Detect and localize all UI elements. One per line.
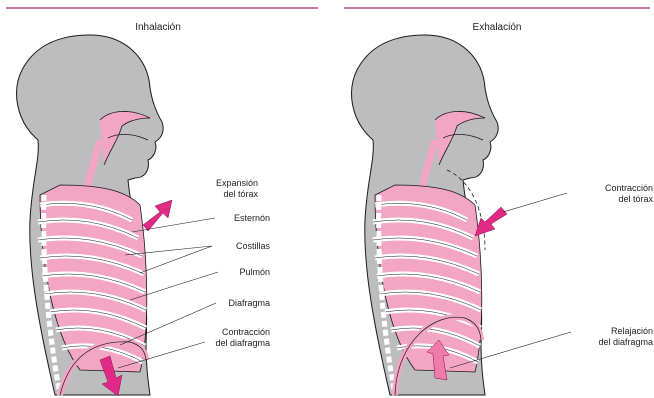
- label-chest-contraction-1: Contracción: [605, 183, 653, 193]
- label-ribs: Costillas: [236, 241, 271, 251]
- label-sternum: Esternón: [234, 213, 270, 223]
- left-leader-ribs-2: [140, 246, 212, 273]
- right-panel: Contracción del tórax Relajación del dia…: [352, 35, 654, 395]
- label-chest-expansion-1: Expansión: [216, 178, 258, 188]
- label-chest-contraction-2: del tórax: [618, 194, 653, 204]
- left-panel-title: Inhalación: [135, 22, 181, 33]
- right-leader-chest: [503, 193, 567, 212]
- left-panel: Expansión del tórax Esternón Costillas P…: [17, 35, 271, 396]
- label-diaphragm-contraction-2: del diafragma: [215, 338, 270, 348]
- left-chest-expansion-arrow: [143, 200, 172, 231]
- label-diaphragm-relaxation-2: del diafragma: [598, 337, 653, 347]
- label-diaphragm-contraction-1: Contracción: [222, 327, 270, 337]
- label-chest-expansion-2: del tórax: [223, 189, 258, 199]
- right-panel-title: Exhalación: [473, 22, 522, 33]
- label-diaphragm: Diafragma: [228, 298, 270, 308]
- label-diaphragm-relaxation-1: Relajación: [611, 326, 653, 336]
- right-chest-contraction-arrow: [475, 207, 507, 236]
- label-lung: Pulmón: [239, 267, 270, 277]
